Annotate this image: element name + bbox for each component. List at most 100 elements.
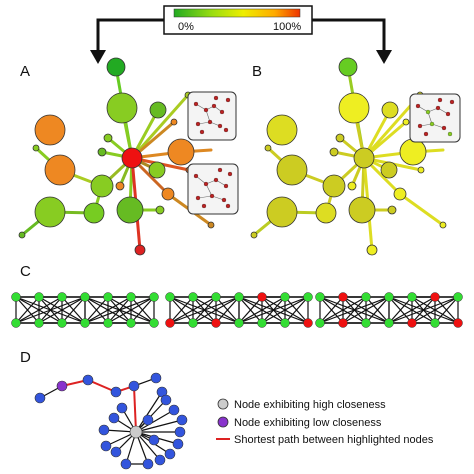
- panel-c-node: [257, 292, 267, 302]
- panel-c-node: [165, 318, 175, 328]
- panel-d-node: [128, 380, 140, 392]
- arrow-right: [312, 18, 386, 54]
- panel-c-node: [234, 318, 244, 328]
- panel-c-node: [280, 292, 290, 302]
- panel-c-node: [384, 318, 394, 328]
- panel-d-node: [142, 414, 154, 426]
- panel-c-node: [407, 318, 417, 328]
- panel-c-edge: [107, 296, 155, 324]
- panel-d-high-closeness-node: [129, 425, 143, 439]
- panel-d-edge: [135, 409, 175, 433]
- panel-c-node: [34, 318, 44, 328]
- panel-c-node: [280, 318, 290, 328]
- panel-c-node: [57, 318, 67, 328]
- arrow-right-head: [376, 50, 392, 64]
- panel-c-node: [407, 292, 417, 302]
- panel-c-node: [188, 318, 198, 328]
- panel-c-node: [211, 318, 221, 328]
- panel-c-node: [361, 318, 371, 328]
- panel-c-node: [303, 318, 313, 328]
- panel-c-edge: [38, 296, 86, 324]
- panel-c-node: [126, 318, 136, 328]
- panel-c-node: [315, 318, 325, 328]
- panel-c-node: [234, 292, 244, 302]
- panel-c-edge: [365, 296, 390, 324]
- panel-d-low-closeness-node: [56, 380, 68, 392]
- panel-a-nodes: [18, 57, 215, 256]
- panel-c-edge: [15, 296, 63, 324]
- panel-c-edge: [434, 296, 459, 324]
- panel-c-node: [430, 292, 440, 302]
- color-scale-min-label: 0%: [178, 21, 194, 33]
- panel-d-node: [176, 414, 188, 426]
- panel-d-path-edge: [133, 385, 137, 433]
- legend-item-shortest-path: Shortest path between highlighted nodes: [216, 434, 434, 446]
- legend-label-shortest-path: Shortest path between highlighted nodes: [234, 434, 434, 446]
- panel-d-node: [150, 372, 162, 384]
- panel-c-node: [384, 292, 394, 302]
- panel-c-node: [11, 318, 21, 328]
- panel-c-node: [430, 318, 440, 328]
- panel-c-clique-3: [315, 292, 463, 328]
- panel-c-clique-2: [165, 292, 313, 328]
- panel-b-network: [250, 57, 461, 256]
- legend-label-high-closeness: Node exhibiting high closeness: [234, 399, 386, 411]
- panel-a-inset-bottom: [187, 163, 239, 215]
- panel-c-edge: [342, 296, 390, 324]
- panel-c-node: [303, 292, 313, 302]
- panel-c-node: [103, 318, 113, 328]
- panel-d-node: [34, 392, 46, 404]
- panel-label-c: C: [20, 263, 31, 280]
- panel-c-node: [149, 318, 159, 328]
- panel-c-node: [34, 292, 44, 302]
- panel-d-node: [160, 394, 172, 406]
- panel-c-edge: [284, 296, 309, 324]
- panel-b-inset: [409, 93, 461, 143]
- panel-c-edge: [238, 296, 286, 324]
- connector-arrows: [90, 18, 392, 64]
- panel-d-node: [110, 446, 122, 458]
- panel-c-edge: [84, 296, 109, 324]
- panel-c-edge: [15, 296, 40, 324]
- panel-c-node: [453, 292, 463, 302]
- arrow-left-head: [90, 50, 106, 64]
- panel-c-edge: [84, 296, 132, 324]
- panel-c-node: [211, 292, 221, 302]
- panel-a-network: [18, 57, 239, 256]
- panel-c-node: [126, 292, 136, 302]
- panel-c-node: [80, 292, 90, 302]
- panel-d-edge: [135, 419, 183, 433]
- legend-swatch-high-closeness: [217, 398, 229, 410]
- panel-d-node: [142, 458, 154, 470]
- panel-d-node: [116, 402, 128, 414]
- panel-label-d: D: [20, 349, 31, 366]
- panel-c-edge: [169, 296, 217, 324]
- panel-d-node: [154, 454, 166, 466]
- panel-d-node: [82, 374, 94, 386]
- panel-label-a: A: [20, 63, 30, 80]
- panel-c-edge: [15, 296, 86, 324]
- panel-c-edge: [388, 296, 413, 324]
- panel-c-edge: [411, 296, 459, 324]
- panel-c-node: [57, 292, 67, 302]
- panel-d-node: [98, 424, 110, 436]
- panel-d-node: [148, 434, 160, 446]
- panel-c-node: [361, 292, 371, 302]
- panel-c-edge: [261, 296, 309, 324]
- panel-b-nodes: [250, 57, 447, 256]
- panel-d-edge: [135, 391, 163, 433]
- panel-c-edge: [238, 296, 309, 324]
- panel-d-node: [110, 386, 122, 398]
- panel-d-node: [120, 458, 132, 470]
- panel-c-clique-1: [11, 292, 159, 328]
- color-scale-max-label: 100%: [273, 21, 301, 33]
- legend-label-low-closeness: Node exhibiting low closeness: [234, 417, 382, 429]
- panel-d-node: [164, 448, 176, 460]
- panel-c-node: [338, 292, 348, 302]
- panel-c-edge: [238, 296, 263, 324]
- panel-d-network: [34, 372, 188, 470]
- panel-c-edge: [84, 296, 155, 324]
- panel-c-node: [103, 292, 113, 302]
- panel-c-edge: [319, 296, 390, 324]
